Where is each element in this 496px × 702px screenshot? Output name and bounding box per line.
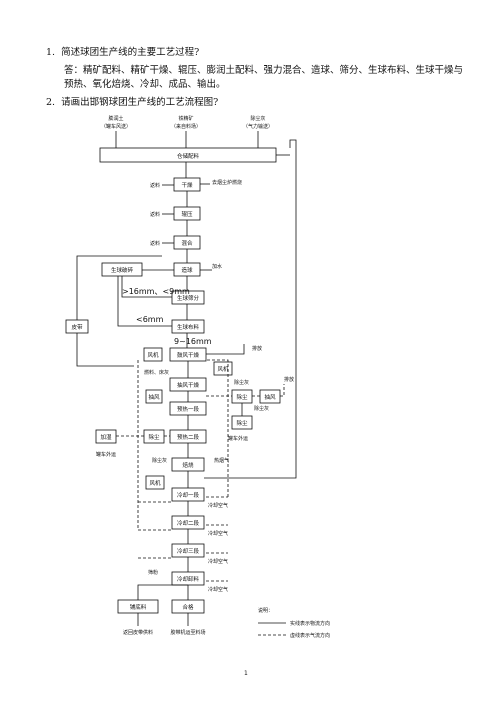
src-dust-ash: 除尘灰 xyxy=(250,115,265,122)
size-gt16: >16mm、<9mm xyxy=(122,287,190,296)
screen-box xyxy=(171,290,205,305)
clean-out: 返回皮带供料 xyxy=(123,629,153,636)
return-left-1: 返料 xyxy=(150,182,160,189)
belt-label: 皮带 xyxy=(71,323,83,331)
cool2-label: 冷却二段 xyxy=(177,519,200,527)
crusher-label: 生球破碎 xyxy=(111,266,134,274)
src-bentonite-note: （罐车风送） xyxy=(101,123,131,130)
distrib-label: 生球布料 xyxy=(177,323,200,331)
roast-label: 焙烧 xyxy=(182,461,194,469)
fan-cool-label: 风机 xyxy=(149,479,161,487)
src-bentonite: 膨润土 xyxy=(108,115,123,122)
src-iron-concentrate-note: （来自料场） xyxy=(171,123,201,130)
preheat2-label: 预热二段 xyxy=(177,433,200,441)
fan-cool-box xyxy=(145,475,165,490)
press-label: 辊压 xyxy=(181,210,193,218)
sieve-note: 筛粉 xyxy=(148,569,158,576)
size-9-16: 9~16mm xyxy=(174,337,212,346)
duster3-box xyxy=(143,429,165,444)
cool3-label: 冷却三段 xyxy=(177,547,200,555)
hot-gas: 热烟气 xyxy=(214,457,229,464)
clean-label: 铺底料 xyxy=(130,603,147,611)
cool1-label: 冷却一段 xyxy=(177,491,200,499)
return-left-3: 返料 xyxy=(150,240,160,247)
dust-ash-3: 除尘灰 xyxy=(152,457,167,464)
water-note: 加水 xyxy=(212,263,222,270)
question-1-text: 简述球团生产线的主要工艺过程? xyxy=(61,47,200,58)
hot-air-4: 冷却空气 xyxy=(208,586,228,593)
dust-ash-1: 除尘灰 xyxy=(234,379,249,386)
duster3-label: 除尘 xyxy=(148,433,160,441)
distrib-box xyxy=(171,319,205,334)
duster1-label: 除尘 xyxy=(236,393,248,401)
fan3-label: 抽风 xyxy=(264,393,276,401)
flue-note: 去烟尘炉燃烧 xyxy=(212,179,242,186)
product-out: 胶带机运至料场 xyxy=(170,629,205,636)
hot-air-3: 冷却空气 xyxy=(208,558,228,565)
coal-note: 燃料、床灰 xyxy=(144,369,169,376)
src-iron-concentrate: 铁精矿 xyxy=(178,115,193,122)
cool-dis-label: 冷却卸料 xyxy=(177,575,200,583)
legend-title: 说明： xyxy=(258,607,273,614)
question-2-text: 请画出邯钢球团生产线的工艺流程图? xyxy=(61,97,219,108)
fan2-box xyxy=(145,389,163,404)
carry-out-2: 罐车外运 xyxy=(96,451,116,458)
fan1-label: 风机 xyxy=(147,351,159,359)
src-dust-ash-note: （气力输送） xyxy=(243,123,273,130)
ball-label: 造球 xyxy=(181,266,193,274)
add-fan-box xyxy=(95,429,117,444)
dust-ash-2: 除尘灰 xyxy=(254,405,269,412)
return-left-2: 返料 xyxy=(150,211,160,218)
carry-out-1: 罐车外运 xyxy=(228,435,248,442)
storage-label: 仓储配料 xyxy=(177,152,200,160)
hot-air-2: 冷却空气 xyxy=(208,530,228,537)
fan4-label: 风机 xyxy=(217,365,229,373)
mix-label: 混合 xyxy=(181,239,193,247)
legend-dash: 虚线表示气流方向 xyxy=(290,632,330,639)
page-number: 1 xyxy=(244,670,248,677)
fan2-label: 抽风 xyxy=(148,393,160,401)
exhaust-dry-label: 抽风干燥 xyxy=(177,381,200,389)
question-2-number: 2. xyxy=(46,97,56,108)
size-lt6: <6mm xyxy=(136,315,164,324)
hot-air-1: 冷却空气 xyxy=(208,502,228,509)
updraft-label: 鼓风干燥 xyxy=(177,351,200,359)
legend-solid: 实线表示物流方向 xyxy=(290,620,330,627)
preheat1-label: 预热一段 xyxy=(177,405,200,413)
question-1-number: 1. xyxy=(46,47,56,58)
screen-label: 生球筛分 xyxy=(177,294,200,302)
question-1: 1. 简述球团生产线的主要工艺过程? xyxy=(46,46,199,59)
duster2-label: 除尘 xyxy=(236,419,248,427)
fan3-box xyxy=(259,389,281,404)
out-right: 排放 xyxy=(284,376,294,383)
fan4-box xyxy=(213,361,233,376)
add-fan-label: 加湿 xyxy=(100,433,112,441)
out-top: 排放 xyxy=(252,345,262,352)
question-2: 2. 请画出邯钢球团生产线的工艺流程图? xyxy=(46,96,218,109)
dry-label: 干燥 xyxy=(181,181,193,189)
fan1-box xyxy=(143,347,163,362)
product-label: 合格 xyxy=(182,603,194,611)
answer-1: 答：精矿配料、精矿干燥、辊压、膨润土配料、强力混合、造球、筛分、生球布料、生球干… xyxy=(64,65,464,90)
